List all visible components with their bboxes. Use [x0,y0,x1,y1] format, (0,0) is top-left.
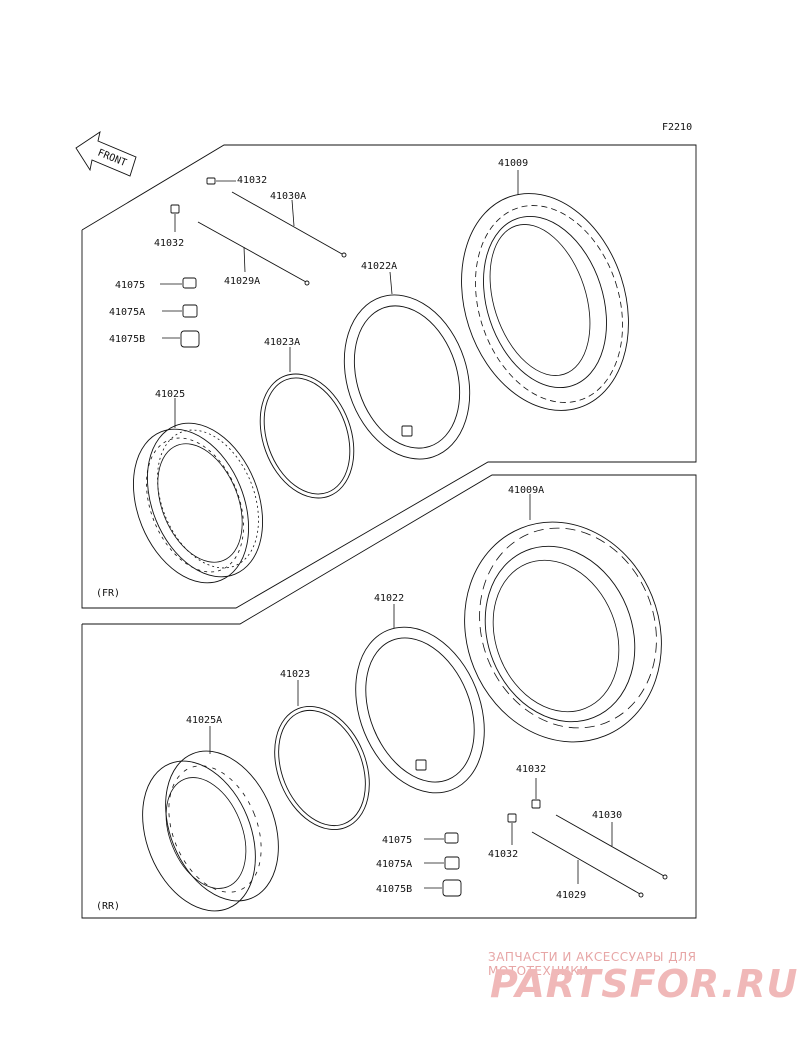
rear-weight-41075 [444,832,459,844]
section-label-rear: (RR) [96,901,120,912]
label-41075-rear: 41075 [382,835,412,846]
label-41022: 41022 [374,593,404,604]
label-41075A: 41075A [109,307,145,318]
front-spoke-41030a [231,191,347,258]
label-41032-left: 41032 [154,238,184,249]
label-41032-rear-left: 41032 [488,849,518,860]
figure-code: F2210 [662,122,692,133]
rear-valve-nut-right [531,799,541,809]
rear-rim-band [274,705,370,831]
label-41032-rear-right: 41032 [516,764,546,775]
watermark-subtitle: ЗАПЧАСТИ И АКСЕССУАРЫ ДЛЯ МОТОТЕХНИКИ [488,950,697,978]
label-41029A: 41029A [224,276,260,287]
label-41023: 41023 [280,669,310,680]
front-arrow-icon: FRONT [75,131,137,177]
front-section-frame [81,144,697,609]
watermark-logo: PARTSFOR.RU [490,962,799,1006]
rear-section-frame [81,474,697,919]
section-label-front: (FR) [96,588,120,599]
front-valve-nut-left [170,204,180,232]
rear-rim [142,750,279,912]
front-weight-41075b [180,330,200,348]
front-weight-41075 [182,277,197,289]
rear-spoke-41030 [555,814,668,880]
rear-weight-41075a [444,856,460,870]
rear-weight-41075b [442,879,462,897]
label-41075B: 41075B [109,334,145,345]
label-41075A-rear: 41075A [376,859,412,870]
label-41009A: 41009A [508,485,544,496]
label-41025A: 41025A [186,715,222,726]
rear-tire [464,521,662,743]
front-weight-41075a [182,304,198,318]
front-tire [461,193,629,411]
front-tube [343,294,471,460]
label-41030: 41030 [592,810,622,821]
rear-valve-nut-left [507,813,517,823]
rear-tube [355,626,485,794]
front-spoke-41029a [197,221,310,286]
label-41029: 41029 [556,890,586,901]
label-41009: 41009 [498,158,528,169]
label-41075B-rear: 41075B [376,884,412,895]
label-41022A: 41022A [361,261,397,272]
front-rim [132,422,264,584]
front-rim-band [259,373,355,499]
rear-spoke-41029 [531,831,644,898]
label-41025: 41025 [155,389,185,400]
label-41030A: 41030A [270,191,306,202]
label-41023A: 41023A [264,337,300,348]
label-41075: 41075 [115,280,145,291]
label-41032-top: 41032 [237,175,267,186]
front-valve-nut-top [206,177,236,185]
